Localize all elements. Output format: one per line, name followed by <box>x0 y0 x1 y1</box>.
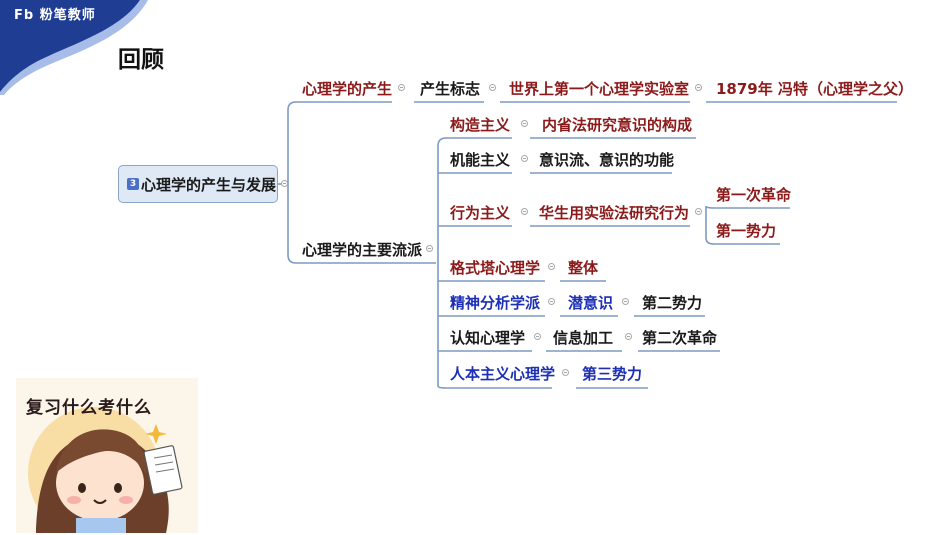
collapse-icon[interactable] <box>695 208 702 215</box>
school-structuralism[interactable]: 构造主义 <box>450 116 511 134</box>
root-node[interactable]: 3 心理学的产生与发展 <box>118 165 278 203</box>
school-humanistic[interactable]: 人本主义心理学 <box>450 365 556 383</box>
collapse-icon[interactable] <box>521 155 528 162</box>
collapse-icon[interactable] <box>489 84 496 91</box>
detail-cognitive[interactable]: 信息加工 <box>553 329 614 347</box>
psychoanalysis-force[interactable]: 第二势力 <box>642 294 703 312</box>
behaviorism-force[interactable]: 第一势力 <box>716 222 777 240</box>
detail-psychoanalysis[interactable]: 潜意识 <box>568 294 614 312</box>
detail-functionalism[interactable]: 意识流、意识的功能 <box>539 151 675 169</box>
collapse-icon[interactable] <box>562 369 569 376</box>
school-gestalt[interactable]: 格式塔心理学 <box>450 259 541 277</box>
brand-logo: Fb 粉笔教师 <box>14 8 96 23</box>
collapse-icon[interactable] <box>548 263 555 270</box>
detail-gestalt[interactable]: 整体 <box>568 259 599 277</box>
behaviorism-revolution[interactable]: 第一次革命 <box>716 186 792 204</box>
detail-humanistic[interactable]: 第三势力 <box>582 365 643 383</box>
collapse-icon[interactable] <box>281 180 288 187</box>
node-origin-sign[interactable]: 产生标志 <box>420 80 481 98</box>
node-wundt[interactable]: 1879年 冯特（心理学之父） <box>716 80 913 98</box>
root-badge: 3 <box>127 178 139 190</box>
sticker-caption: 复习什么考什么 <box>26 398 152 418</box>
collapse-icon[interactable] <box>548 298 555 305</box>
brand-corner-shape <box>0 0 148 95</box>
collapse-icon[interactable] <box>625 333 632 340</box>
node-first-lab[interactable]: 世界上第一个心理学实验室 <box>509 80 690 98</box>
collapse-icon[interactable] <box>398 84 405 91</box>
cognitive-revolution[interactable]: 第二次革命 <box>642 329 718 347</box>
collapse-icon[interactable] <box>521 120 528 127</box>
school-psychoanalysis[interactable]: 精神分析学派 <box>450 294 541 312</box>
collapse-icon[interactable] <box>426 245 433 252</box>
collapse-icon[interactable] <box>534 333 541 340</box>
detail-structuralism[interactable]: 内省法研究意识的构成 <box>542 116 693 134</box>
detail-behaviorism[interactable]: 华生用实验法研究行为 <box>539 204 690 222</box>
collapse-icon[interactable] <box>695 84 702 91</box>
branch-origin[interactable]: 心理学的产生 <box>302 80 393 98</box>
school-cognitive[interactable]: 认知心理学 <box>450 329 526 347</box>
cartoon-girl-sticker <box>16 378 198 533</box>
branch-schools[interactable]: 心理学的主要流派 <box>302 241 423 259</box>
collapse-icon[interactable] <box>521 208 528 215</box>
root-label: 心理学的产生与发展 <box>141 175 277 194</box>
collapse-icon[interactable] <box>622 298 629 305</box>
page-title: 回顾 <box>118 47 164 73</box>
school-behaviorism[interactable]: 行为主义 <box>450 204 511 222</box>
school-functionalism[interactable]: 机能主义 <box>450 151 511 169</box>
